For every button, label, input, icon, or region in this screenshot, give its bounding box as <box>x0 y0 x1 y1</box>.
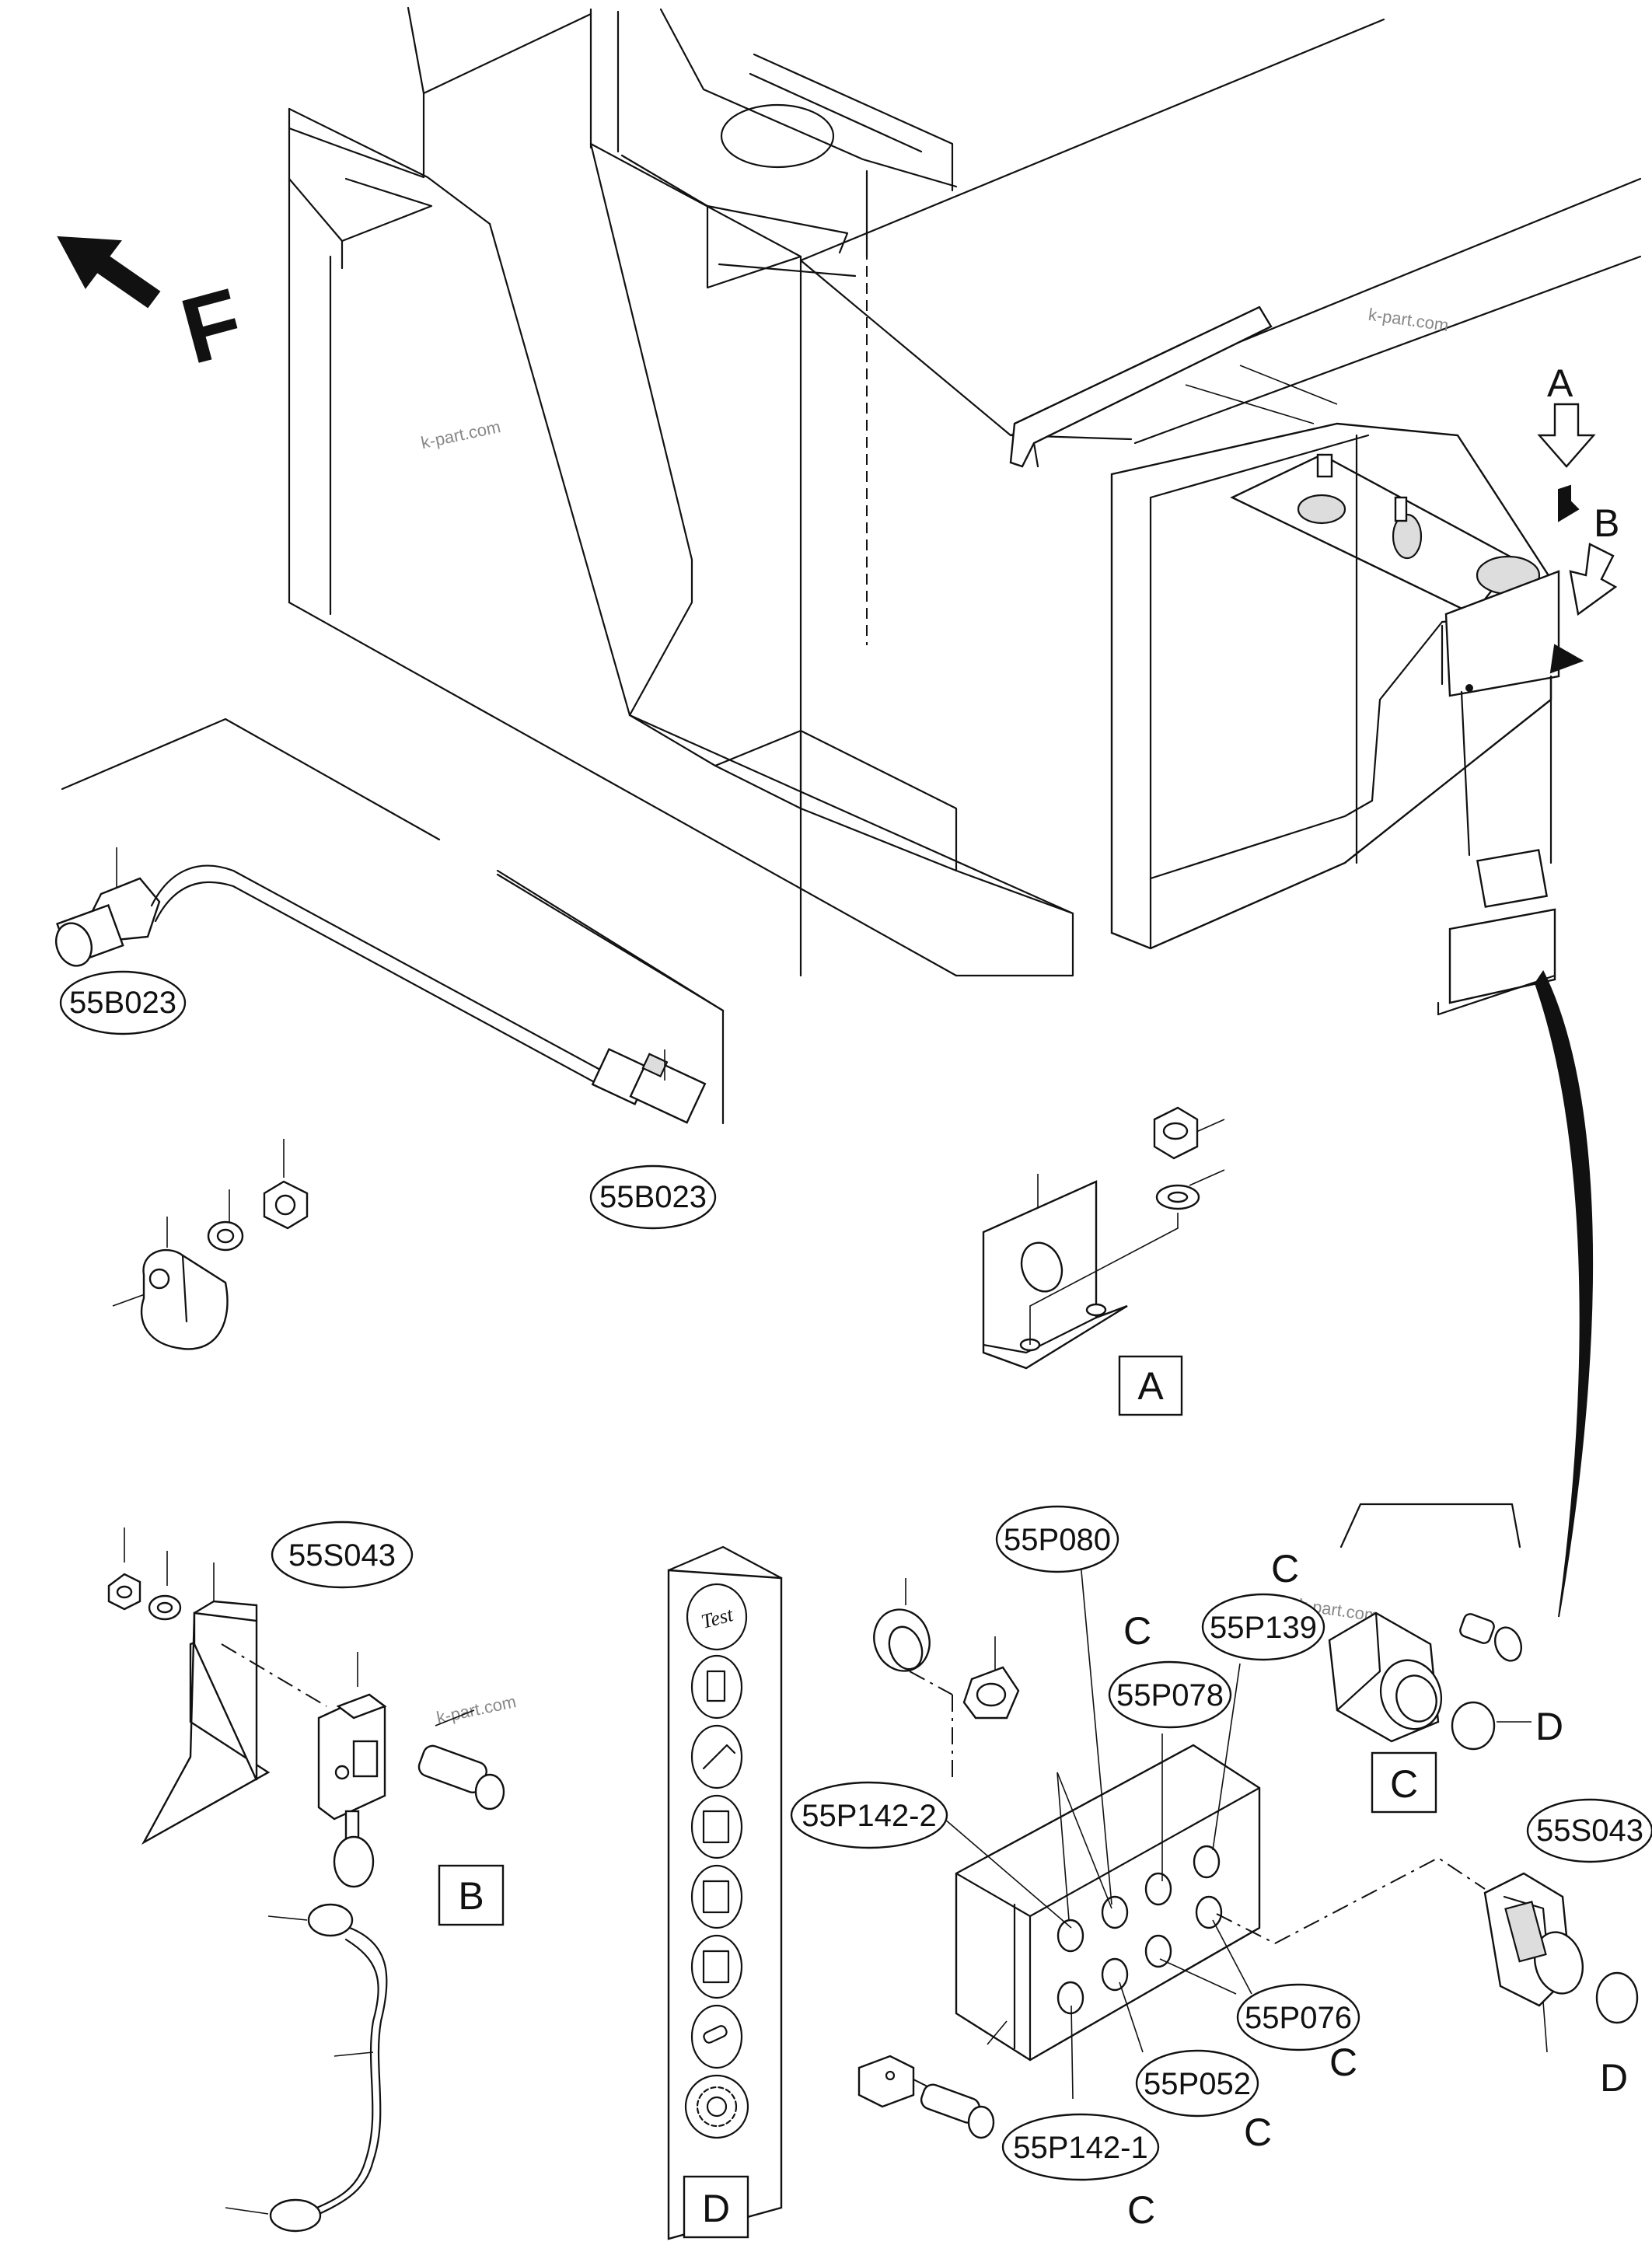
detail-letter-b: B <box>458 1874 484 1918</box>
detail-box-b <box>438 1864 505 1926</box>
part-label-55P142-2: 55P142-2 <box>802 1799 936 1833</box>
part-label-oval <box>1135 2049 1259 2118</box>
clamp-assembly <box>112 1139 309 1350</box>
detail-letter-d: D <box>702 2187 730 2230</box>
gear-icon <box>684 2074 749 2139</box>
view-marker-a: A <box>1537 361 1596 522</box>
detail-c-block <box>857 1562 1486 2139</box>
detail-c-lamp <box>1328 1503 1532 1751</box>
part-label-oval <box>1236 1983 1360 2051</box>
coolant-icon <box>690 1864 743 1929</box>
part-label-oval <box>271 1521 414 1589</box>
part-label-oval <box>589 1164 717 1230</box>
view-letter-b: B <box>1594 501 1619 545</box>
detail-d-panel: Test <box>667 1545 783 2240</box>
tool-icon <box>690 1724 743 1789</box>
part-label-55P080: 55P080 <box>1004 1523 1111 1557</box>
test-button-icon <box>686 1583 748 1651</box>
callout-c: C <box>1271 1547 1299 1590</box>
detail-letter-c: C <box>1390 1762 1418 1806</box>
callout-c: C <box>1127 2188 1155 2232</box>
sensor-55B023 <box>55 847 725 1124</box>
part-label-oval <box>995 1505 1119 1573</box>
fuel-icon <box>690 1654 743 1720</box>
callout-d: D <box>1535 1705 1563 1748</box>
machine-frame <box>61 6 1642 1618</box>
view-marker-b: B <box>1569 501 1619 616</box>
part-label-55P052: 55P052 <box>1144 2067 1251 2101</box>
watermark: k-part.com <box>1367 305 1449 335</box>
part-label-55S043-b: 55S043 <box>288 1538 396 1573</box>
part-label-oval <box>790 1781 948 1849</box>
detail-b-switch <box>107 1528 505 2233</box>
detail-box-c <box>1371 1751 1437 1814</box>
switch-55S043-right <box>1483 1872 1639 2053</box>
callout-c: C <box>1123 1609 1151 1653</box>
callout-c: C <box>1329 2041 1357 2084</box>
detail-box-a <box>1118 1355 1183 1416</box>
part-label-oval <box>1001 2113 1160 2181</box>
part-label-55B023-conn: 55B023 <box>599 1180 707 1214</box>
callout-c: C <box>1244 2111 1272 2154</box>
part-label-55P078: 55P078 <box>1116 1678 1224 1713</box>
watermark: k-part.com <box>419 417 502 452</box>
part-label-55P076: 55P076 <box>1245 2001 1352 2035</box>
indicator-icon <box>690 2004 743 2069</box>
view-letter-a: A <box>1547 361 1573 405</box>
filter-icon <box>690 1934 743 1999</box>
part-label-55P139: 55P139 <box>1210 1611 1317 1645</box>
part-label-oval <box>59 970 187 1035</box>
view-arrow-a-icon <box>1537 403 1596 468</box>
part-label-oval <box>1201 1593 1325 1661</box>
part-label-oval <box>1108 1660 1232 1729</box>
direction-letter: F <box>171 269 253 384</box>
callout-d: D <box>1600 2056 1628 2100</box>
part-label-oval <box>1526 1798 1652 1863</box>
forward-arrow-icon <box>57 236 161 309</box>
view-arrow-b-icon <box>1569 543 1618 616</box>
forward-direction-marker: F <box>57 236 253 384</box>
detail-a-bracket <box>982 1106 1225 1370</box>
detail-letter-a: A <box>1137 1364 1164 1408</box>
watermark: k-part.com <box>435 1692 518 1727</box>
part-label-55B023-top: 55B023 <box>69 986 176 1020</box>
part-label-55S043-right: 55S043 <box>1536 1814 1643 1848</box>
oil-icon <box>690 1794 743 1859</box>
part-label-55P142-1: 55P142-1 <box>1013 2131 1147 2165</box>
detail-box-d <box>683 2175 749 2239</box>
